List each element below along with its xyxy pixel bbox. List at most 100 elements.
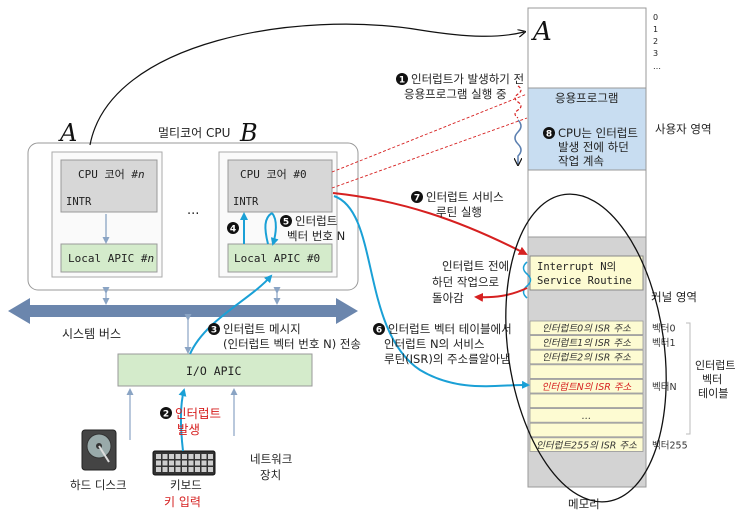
vector-entry-text: 인터럽트N의 ISR 주소 — [542, 382, 632, 393]
svg-text:인터럽트 서비스: 인터럽트 서비스 — [426, 190, 504, 204]
vector-entry-text: … — [582, 411, 592, 422]
vector-table-row: … — [529, 408, 644, 423]
svg-text:네트워크: 네트워크 — [250, 452, 292, 466]
step4-marker: 4 — [227, 222, 239, 235]
svg-text:발생: 발생 — [177, 422, 200, 437]
context-dash-bottom — [331, 117, 528, 189]
svg-text:(인터럽트 벡터 번호 N) 전송: (인터럽트 벡터 번호 N) 전송 — [223, 337, 361, 351]
svg-text:루틴(ISR)의 주소를알아냄: 루틴(ISR)의 주소를알아냄 — [384, 352, 511, 366]
core-to-memory-curve — [89, 23, 524, 146]
step1-callout: 1 인터럽트가 발생하기 전 응용프로그램 실행 중 — [396, 72, 524, 101]
system-bus-label: 시스템 버스 — [62, 327, 121, 341]
vector-table-row — [529, 364, 644, 379]
user-app-label: 응용프로그램 — [555, 91, 618, 105]
svg-text:0: 0 — [653, 13, 658, 22]
return-note: 인터럽트 전에 하던 작업으로 돌아감 — [432, 259, 509, 305]
step5-callout: 5 인터럽트 벡터 번호 N — [280, 214, 345, 243]
more-cores-ellipsis: ··· — [187, 207, 199, 222]
svg-text:8: 8 — [546, 130, 552, 140]
svg-text:인터럽트 전에: 인터럽트 전에 — [442, 259, 509, 273]
svg-text:4: 4 — [230, 225, 236, 235]
multicore-title: 멀티코어 CPU — [158, 126, 230, 140]
svg-text:3: 3 — [211, 326, 217, 336]
step7-callout: 7 인터럽트 서비스 루틴 실행 — [411, 190, 504, 219]
vector-table-bracket: 인터럽트 벡터 테이블 — [686, 322, 735, 435]
vector-entry-text: 인터럽트255의 ISR 주소 — [536, 440, 637, 451]
vector-table-row: 인터럽트0의 ISR 주소 벡터0 — [529, 320, 676, 336]
svg-text:작업 계속: 작업 계속 — [558, 154, 604, 168]
vector-label: 벡터0 — [652, 324, 676, 335]
svg-text:인터럽트 N의 서비스: 인터럽트 N의 서비스 — [384, 337, 485, 351]
core-n-box — [60, 159, 158, 213]
hard-disk: 하드 디스크 — [70, 429, 127, 492]
svg-text:Service Routine: Service Routine — [537, 275, 632, 287]
memory-caption: 메모리 — [568, 497, 600, 511]
local-apic-0-label: Local APIC #0 — [234, 252, 320, 265]
hard-disk-label: 하드 디스크 — [70, 478, 127, 492]
svg-text:…: … — [653, 62, 661, 71]
hand-letter-a-memory: A — [531, 17, 552, 47]
keyboard-label: 키보드 — [170, 478, 202, 492]
isr-execution-squiggle — [522, 261, 532, 299]
isr-block: Interrupt N의 Service Routine — [529, 255, 644, 291]
core-n-title: CPU 코어 #n — [78, 168, 145, 181]
core-0-intr: INTR — [233, 196, 259, 208]
step2-arrow — [178, 388, 187, 452]
svg-text:루틴 실행: 루틴 실행 — [436, 205, 482, 219]
svg-text:CPU는 인터럽트: CPU는 인터럽트 — [558, 126, 638, 140]
vector-table-row: 인터럽트2의 ISR 주소 — [529, 349, 644, 365]
vector-table-row: 인터럽트255의 ISR 주소 벡터255 — [529, 437, 688, 452]
core-n-intr: INTR — [66, 196, 92, 208]
svg-text:응용프로그램 실행 중: 응용프로그램 실행 중 — [404, 87, 507, 101]
app-execution-dashed — [514, 85, 522, 119]
network-device: 네트워크 장치 — [230, 388, 292, 482]
step3-callout: 3 인터럽트 메시지 (인터럽트 벡터 번호 N) 전송 — [208, 322, 361, 351]
core-0-title: CPU 코어 #0 — [240, 168, 307, 181]
svg-text:돌아감: 돌아감 — [432, 291, 464, 305]
step6-callout: 6 인터럽트 벡터 테이블에서 인터럽트 N의 서비스 루틴(ISR)의 주소를… — [373, 322, 512, 366]
cpu-core-0: CPU 코어 #0 INTR Local APIC #0 — [218, 151, 338, 278]
svg-text:발생 전에 하던: 발생 전에 하던 — [558, 140, 629, 154]
svg-text:장치: 장치 — [260, 468, 281, 482]
svg-text:6: 6 — [376, 326, 382, 336]
svg-text:1: 1 — [653, 25, 658, 34]
svg-text:하던 작업으로: 하던 작업으로 — [432, 275, 499, 289]
step6-arrow — [333, 195, 530, 389]
vector-label: 벡터N — [652, 382, 677, 393]
svg-text:인터럽트가 발생하기 전: 인터럽트가 발생하기 전 — [411, 72, 524, 86]
svg-text:인터럽트: 인터럽트 — [175, 406, 221, 421]
svg-text:인터럽트 벡터 테이블에서: 인터럽트 벡터 테이블에서 — [388, 322, 512, 336]
svg-text:1: 1 — [399, 76, 405, 86]
core-0-box — [227, 159, 333, 213]
svg-text:인터럽트: 인터럽트 — [295, 214, 337, 228]
vector-entry-text: 인터럽트1의 ISR 주소 — [542, 338, 631, 349]
vector-label: 벡터255 — [652, 440, 688, 451]
svg-text:인터럽트 메시지: 인터럽트 메시지 — [223, 322, 301, 336]
keyboard-input-label: 키 입력 — [164, 495, 201, 509]
hand-letter-a-cpu: A — [58, 119, 77, 147]
step5-arrow-up — [264, 212, 273, 245]
svg-text:2: 2 — [653, 37, 658, 46]
user-area-label: 사용자 영역 — [655, 122, 712, 136]
step8-callout: 8 CPU는 인터럽트 발생 전에 하던 작업 계속 — [543, 126, 638, 168]
cpu-core-n: CPU 코어 #n INTR Local APIC #n — [51, 151, 163, 278]
app-resume-squiggle — [515, 119, 521, 164]
step3-arrow — [189, 274, 273, 355]
vector-entry-text: 인터럽트2의 ISR 주소 — [542, 353, 631, 364]
local-apic-n-label: Local APIC #n — [68, 252, 154, 265]
svg-text:3: 3 — [653, 49, 658, 58]
vector-table-ellipse — [505, 193, 667, 503]
io-apic: I/O APIC — [117, 353, 313, 387]
kernel-area-label: 커널 영역 — [651, 290, 697, 304]
step2-callout: 2 인터럽트 발생 — [160, 406, 221, 437]
svg-text:벡터: 벡터 — [702, 373, 722, 386]
return-arrow — [474, 287, 528, 302]
svg-text:7: 7 — [414, 194, 420, 204]
vector-entry-text: 인터럽트0의 ISR 주소 — [542, 324, 631, 335]
keyboard-icon: 키보드 키 입력 — [152, 450, 216, 509]
vector-table-row — [529, 422, 644, 438]
svg-text:Interrupt N의: Interrupt N의 — [537, 261, 616, 273]
svg-text:테이블: 테이블 — [698, 387, 728, 400]
